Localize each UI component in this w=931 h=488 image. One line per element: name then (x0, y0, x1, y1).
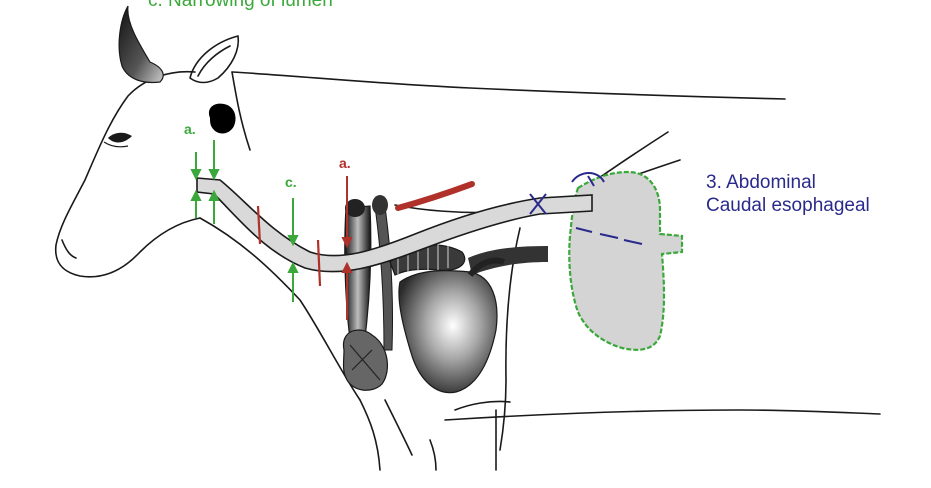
red-marker-a (341, 176, 353, 320)
cow-horn (118, 5, 164, 84)
cow-brisket (454, 400, 511, 411)
cow-muzzle (61, 239, 77, 259)
red-tick-1 (256, 205, 262, 245)
red-bar (395, 181, 475, 211)
cow-outline (54, 35, 881, 471)
trachea-top-left (345, 199, 365, 217)
cow-leg-2 (429, 439, 437, 471)
cow-chest-lower (384, 399, 413, 456)
thoracic-organs (342, 195, 548, 394)
vessel-band (468, 246, 548, 275)
green-label-a: a. (184, 121, 196, 137)
heart-vessel (467, 257, 506, 277)
blue-cross-1 (529, 193, 547, 215)
cow-neck-under (199, 217, 361, 401)
cow-front-leg (359, 399, 381, 471)
lower-cluster (342, 329, 389, 391)
blue-dash-1 (575, 227, 593, 233)
stomach (568, 170, 684, 351)
cow-eye (103, 132, 132, 148)
trachea-right (373, 199, 394, 351)
cow-neck-top (231, 71, 251, 151)
region-label-line2: Caudal esophageal (706, 195, 870, 216)
blue-dash-2 (599, 233, 619, 239)
cow-head (54, 70, 201, 278)
red-tick-2 (316, 239, 322, 287)
heart (398, 269, 498, 394)
cow-belly (444, 409, 881, 421)
region-label-line1: 3. Abdominal (706, 172, 816, 193)
trachea (344, 205, 372, 350)
blue-tick-top (587, 175, 595, 187)
esophagus (196, 177, 593, 273)
trachea-top-right (372, 195, 388, 215)
blue-dash-3 (623, 239, 643, 245)
blue-incision-marks (529, 172, 643, 245)
red-ticks (256, 205, 322, 287)
cow-ear (189, 35, 240, 84)
top-caption: c. Narrowing of lumen (148, 0, 333, 11)
cow-ear-inner (197, 45, 231, 77)
blue-arc (571, 172, 605, 183)
pharyngeal-blob (208, 103, 236, 134)
green-marker-a (190, 140, 220, 224)
green-label-c: c. (285, 174, 297, 190)
green-marker-c (287, 198, 299, 302)
cow-back-line (231, 71, 786, 100)
region-label: 3. Abdominal Caudal esophageal (706, 171, 870, 217)
red-label-a: a. (339, 155, 351, 171)
